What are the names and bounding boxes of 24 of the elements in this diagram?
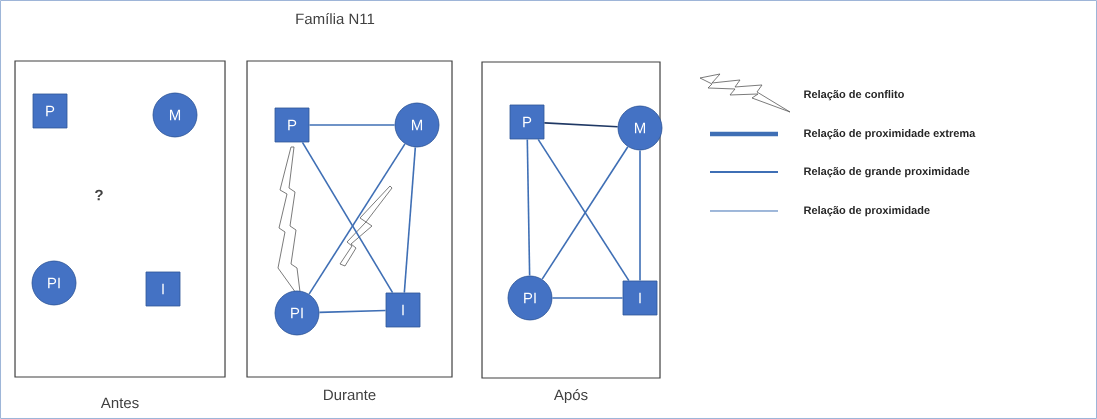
- person-square: P: [274, 107, 310, 143]
- person-square: I: [385, 292, 421, 328]
- relation-line: [526, 138, 531, 277]
- panel-heading: Durante: [324, 389, 376, 401]
- person-square: I: [622, 280, 658, 316]
- legend-text: Relação de proximidade: [804, 206, 930, 217]
- person-square: P: [509, 104, 545, 140]
- relation-line: [308, 124, 396, 126]
- person-square: P: [32, 93, 68, 129]
- question-mark: ?: [95, 189, 103, 201]
- legend-text: Relação de grande proximidade: [804, 167, 970, 178]
- person-square: I: [145, 271, 181, 307]
- panel-heading: Após: [553, 388, 588, 404]
- panel-heading: Antes: [100, 397, 139, 409]
- relation-line: [403, 146, 417, 294]
- relation-line: [639, 149, 641, 282]
- title: Família N11: [296, 12, 375, 25]
- relation-line: [318, 309, 387, 314]
- relation-line: [308, 143, 406, 295]
- legend-text: Relação de conflito: [804, 90, 904, 101]
- legend-text: Relação de proximidade extrema: [804, 129, 976, 140]
- relation-line: [543, 122, 619, 128]
- relation-line: [551, 297, 624, 299]
- relation-line: [301, 141, 394, 294]
